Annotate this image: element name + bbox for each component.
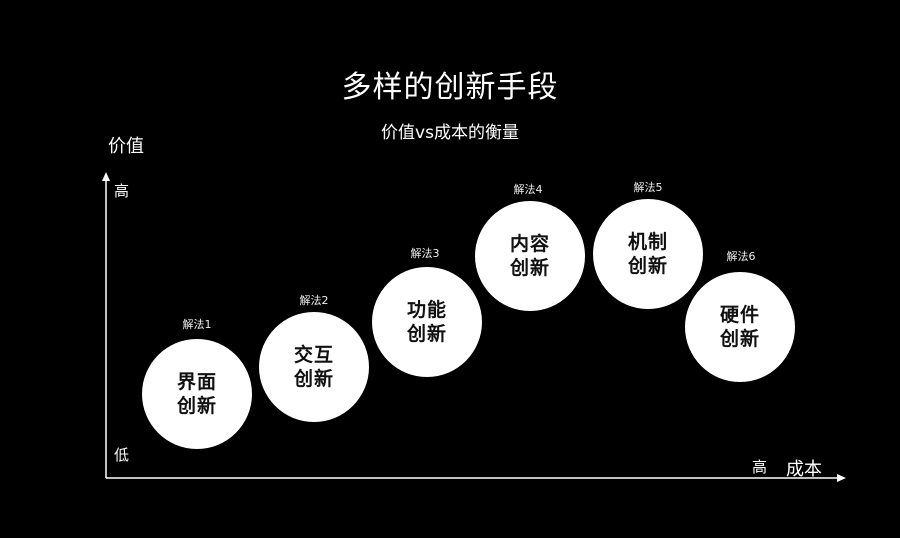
step-label-2: 解法2 <box>299 294 329 307</box>
page-subtitle: 价值vs成本的衡量 <box>381 123 519 143</box>
bubble-hardware-innovation: 硬件 创新 <box>685 272 795 382</box>
step-label-3: 解法3 <box>410 247 440 260</box>
y-axis-title: 价值 <box>108 136 144 157</box>
bubble-mechanism-innovation: 机制 创新 <box>593 199 703 309</box>
step-label-5: 解法5 <box>633 181 663 194</box>
step-label-4: 解法4 <box>513 183 543 196</box>
bubble-line-2: 创新 <box>719 328 760 350</box>
bubble-line-2: 创新 <box>176 395 217 417</box>
bubble-content-innovation: 内容 创新 <box>475 201 585 311</box>
bubble-feature-innovation: 功能 创新 <box>372 267 482 377</box>
bubble-line-2: 创新 <box>509 257 550 279</box>
bubble-line-1: 功能 <box>406 299 447 321</box>
bubble-line-2: 创新 <box>406 323 447 345</box>
bubble-line-1: 交互 <box>293 344 334 366</box>
x-axis-arrow <box>837 474 846 482</box>
bubble-line-1: 机制 <box>627 231 668 253</box>
bubble-line-2: 创新 <box>293 368 334 390</box>
page-title: 多样的创新手段 <box>341 70 559 105</box>
y-axis-arrow <box>102 172 110 181</box>
bubble-line-1: 界面 <box>176 371 217 393</box>
bubble-line-2: 创新 <box>627 255 668 277</box>
y-axis-high-label: 高 <box>114 182 130 200</box>
step-label-1: 解法1 <box>182 318 212 331</box>
bubble-interaction-innovation: 交互 创新 <box>259 312 369 422</box>
y-axis-low-label: 低 <box>114 446 130 464</box>
x-axis-high-label: 高 <box>752 458 768 476</box>
x-axis-title: 成本 <box>786 459 822 480</box>
step-label-6: 解法6 <box>726 250 756 263</box>
bubble-line-1: 内容 <box>509 233 550 255</box>
bubble-line-1: 硬件 <box>719 304 760 326</box>
bubble-ui-innovation: 界面 创新 <box>142 339 252 449</box>
